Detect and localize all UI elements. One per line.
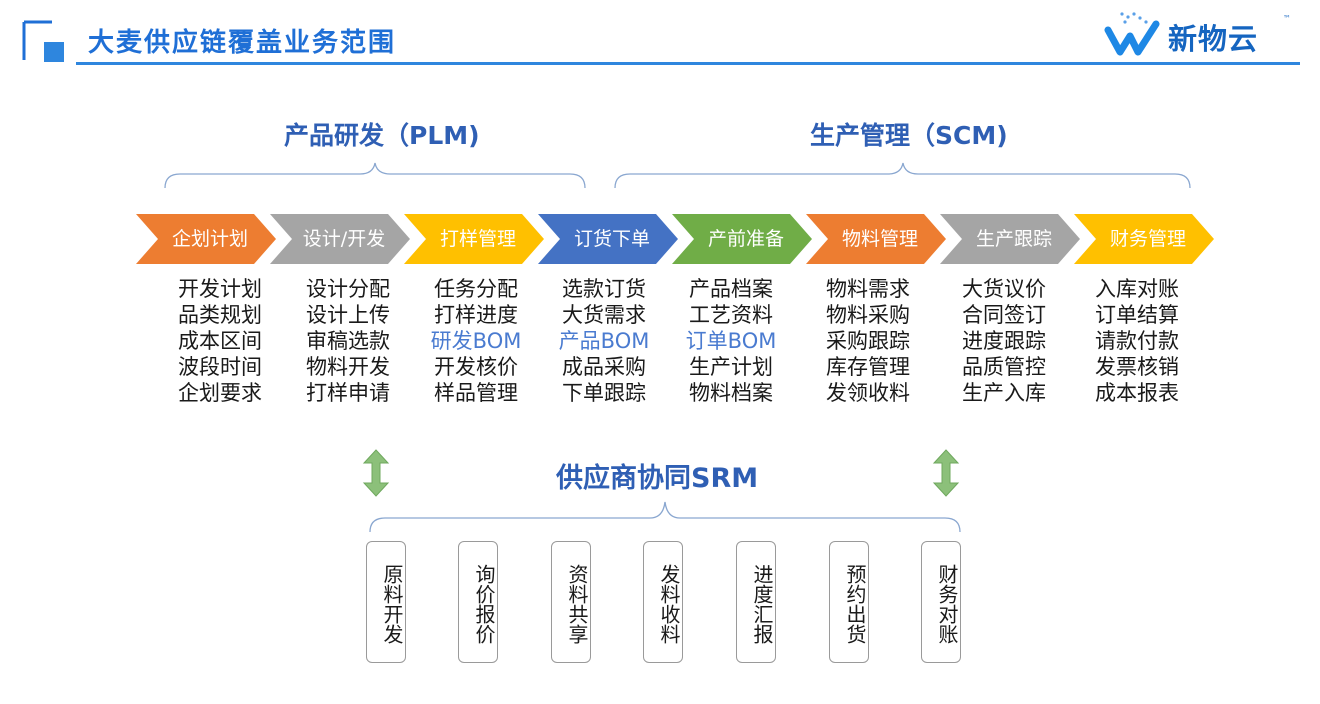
process-item: 入库对账 — [1095, 277, 1179, 301]
process-step-label: 物料管理 — [841, 228, 918, 250]
process-item-column: 开发计划品类规划成本区间波段时间企划要求 — [150, 276, 290, 406]
plm-section-title: 产品研发（PLM) — [284, 121, 480, 150]
srm-function-box: 询价报价 — [458, 541, 498, 663]
process-chevron — [404, 214, 544, 264]
process-item: 设计上传 — [306, 303, 390, 327]
process-item: 生产入库 — [962, 381, 1046, 405]
plm-brace — [164, 162, 586, 189]
process-item: 成品采购 — [562, 355, 646, 379]
scm-brace — [614, 162, 1191, 189]
process-step-label: 财务管理 — [1109, 228, 1186, 250]
process-item: 选款订货 — [562, 277, 646, 301]
double-arrow-icon — [362, 449, 390, 497]
srm-function-label: 预约出货 — [843, 564, 867, 644]
process-item: 打样申请 — [306, 381, 390, 405]
process-item: 成本报表 — [1095, 381, 1179, 405]
process-item: 样品管理 — [434, 381, 518, 405]
process-item: 物料开发 — [306, 355, 390, 379]
srm-section-title: 供应商协同SRM — [556, 463, 759, 494]
page-title: 大麦供应链覆盖业务范围 — [88, 28, 397, 58]
srm-function-box: 资料共享 — [551, 541, 591, 663]
srm-function-box: 预约出货 — [829, 541, 869, 663]
process-chevron — [270, 214, 410, 264]
process-item: 进度跟踪 — [962, 329, 1046, 353]
srm-function-label: 发料收料 — [657, 564, 681, 644]
process-step-label: 设计/开发 — [302, 228, 386, 250]
title-divider — [76, 62, 1300, 65]
process-item: 打样进度 — [434, 303, 518, 327]
process-flow: 企划计划 设计/开发 打样管理 订货下单 产前准备 物料管理 生产跟踪 财务管理 — [136, 214, 1216, 264]
process-item: 采购跟踪 — [826, 329, 910, 353]
process-step-label: 生产跟踪 — [975, 228, 1052, 250]
double-arrow-icon — [932, 449, 960, 497]
process-item: 品质管控 — [962, 355, 1046, 379]
srm-function-label: 资料共享 — [565, 564, 589, 644]
process-item: 下单跟踪 — [562, 381, 646, 405]
process-chevron — [136, 214, 276, 264]
process-item: 大货需求 — [562, 303, 646, 327]
srm-function-label: 原料开发 — [380, 564, 404, 644]
process-item: 物料需求 — [826, 277, 910, 301]
srm-function-box: 财务对账 — [921, 541, 961, 663]
process-item: 产品档案 — [689, 277, 773, 301]
process-step-label: 产前准备 — [707, 228, 784, 250]
process-chevron — [806, 214, 946, 264]
process-item: 研发BOM — [430, 329, 522, 353]
process-item: 请款付款 — [1095, 329, 1179, 353]
process-item: 订单结算 — [1095, 303, 1179, 327]
process-item: 成本区间 — [178, 329, 262, 353]
process-item: 物料档案 — [689, 381, 773, 405]
process-chevron — [538, 214, 678, 264]
process-step-label: 企划计划 — [171, 228, 248, 250]
process-step-label: 打样管理 — [439, 228, 516, 250]
process-chevron — [1074, 214, 1214, 264]
brand-w-logo-icon — [1104, 12, 1160, 56]
brand-name: 新物云 — [1168, 22, 1259, 56]
process-chevron — [672, 214, 812, 264]
process-step-label: 订货下单 — [573, 228, 650, 250]
srm-function-box: 原料开发 — [366, 541, 406, 663]
process-item: 开发核价 — [434, 355, 518, 379]
srm-function-label: 询价报价 — [472, 564, 496, 644]
process-item: 企划要求 — [178, 381, 262, 405]
process-item: 任务分配 — [434, 277, 518, 301]
process-item: 生产计划 — [689, 355, 773, 379]
process-item: 大货议价 — [962, 277, 1046, 301]
srm-function-label: 进度汇报 — [750, 564, 774, 644]
corner-square-icon — [22, 20, 64, 62]
srm-brace — [369, 501, 961, 533]
srm-function-label: 财务对账 — [935, 564, 959, 644]
process-item: 审稿选款 — [306, 329, 390, 353]
process-item-column: 入库对账订单结算请款付款发票核销成本报表 — [1067, 276, 1207, 406]
process-item: 产品BOM — [558, 329, 650, 353]
scm-section-title: 生产管理（SCM) — [810, 121, 1008, 150]
process-item: 发领收料 — [826, 381, 910, 405]
process-item-column: 物料需求物料采购采购跟踪库存管理发领收料 — [798, 276, 938, 406]
srm-function-box: 进度汇报 — [736, 541, 776, 663]
srm-function-box: 发料收料 — [643, 541, 683, 663]
process-item-column: 设计分配设计上传审稿选款物料开发打样申请 — [278, 276, 418, 406]
brand-trademark: ™ — [1283, 14, 1291, 23]
process-item: 开发计划 — [178, 277, 262, 301]
process-item: 设计分配 — [306, 277, 390, 301]
process-item-column: 大货议价合同签订进度跟踪品质管控生产入库 — [934, 276, 1074, 406]
process-item: 物料采购 — [826, 303, 910, 327]
process-item: 发票核销 — [1095, 355, 1179, 379]
process-item: 订单BOM — [685, 329, 777, 353]
process-item: 工艺资料 — [689, 303, 773, 327]
process-item: 库存管理 — [826, 355, 910, 379]
process-item: 合同签订 — [962, 303, 1046, 327]
process-item: 波段时间 — [178, 355, 262, 379]
process-chevron — [940, 214, 1080, 264]
process-item: 品类规划 — [178, 303, 262, 327]
